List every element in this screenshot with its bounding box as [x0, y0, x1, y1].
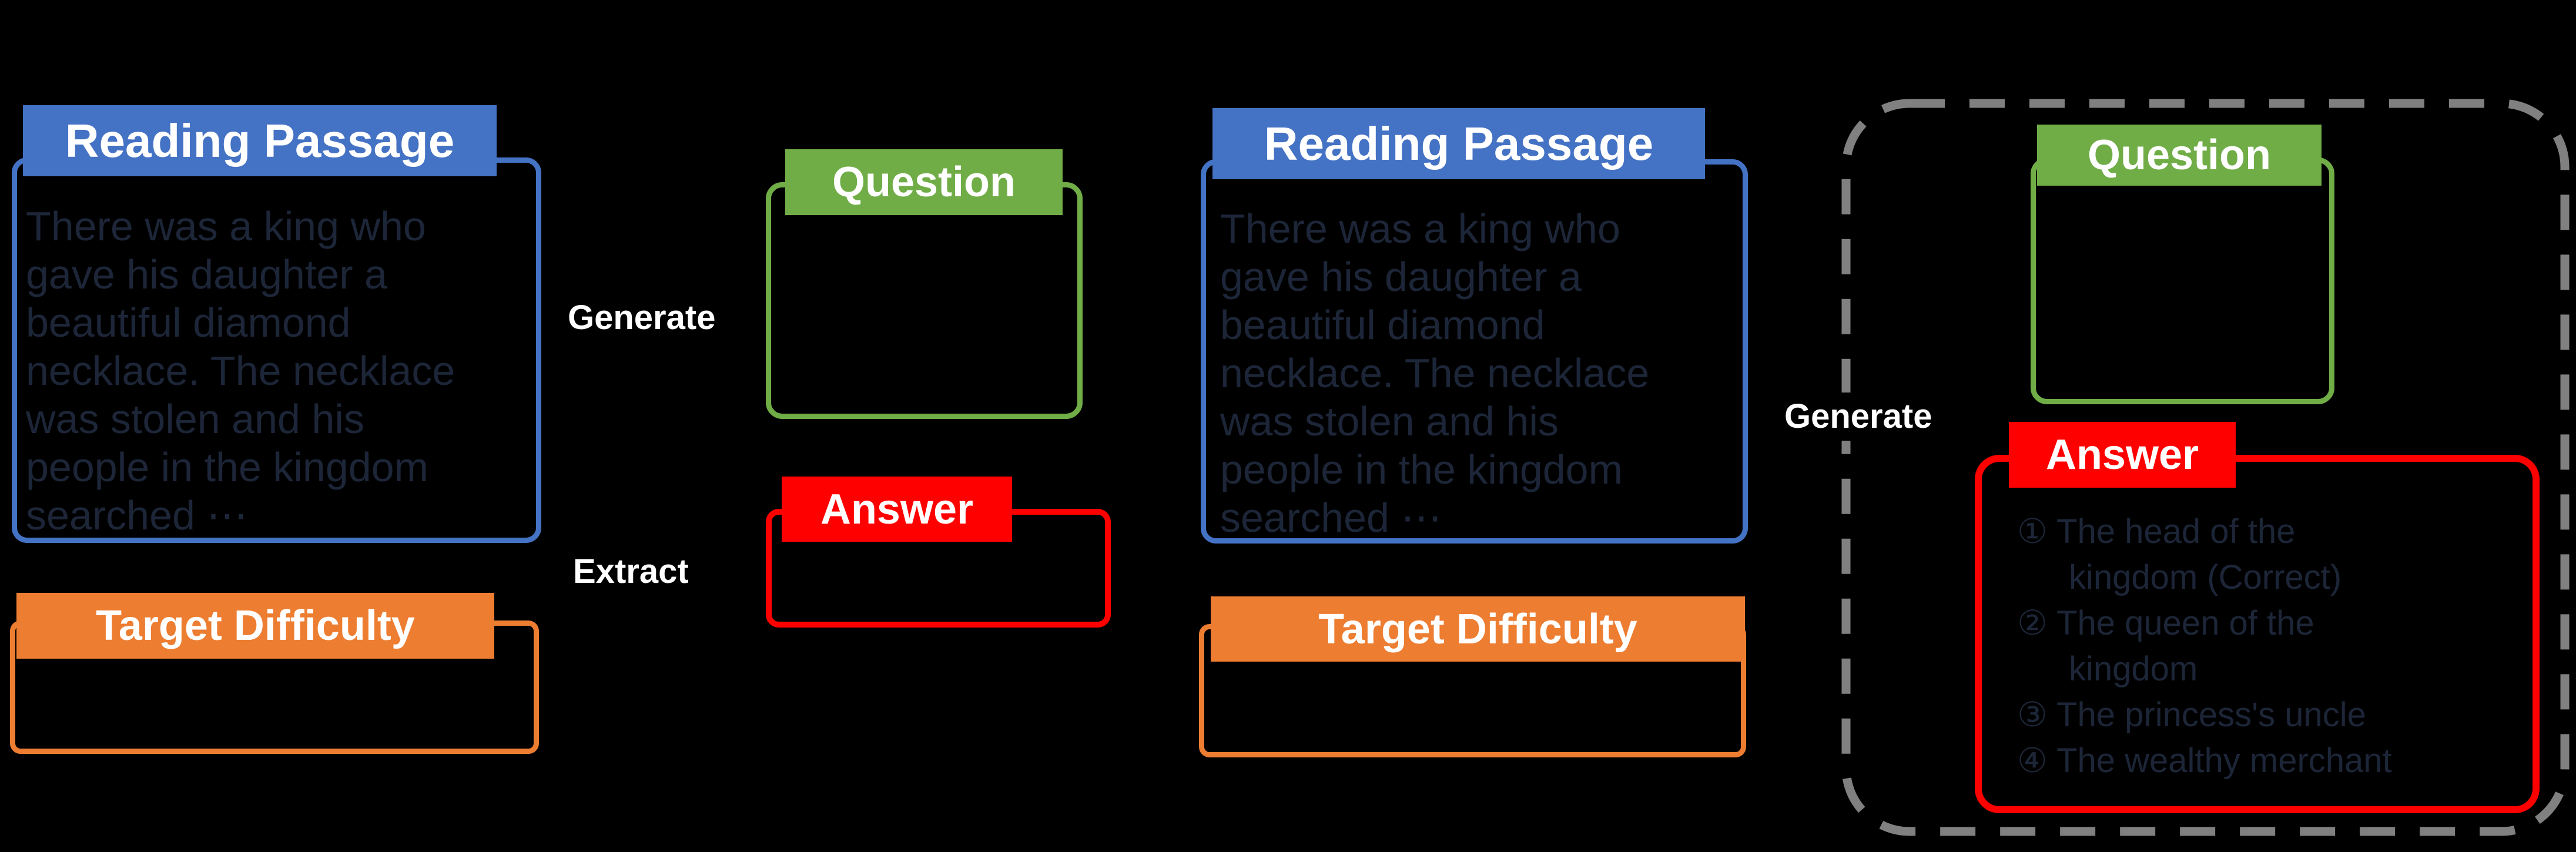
answer-header: Answer	[2009, 422, 2236, 488]
target-difficulty-header: Target Difficulty	[16, 593, 494, 659]
answer-option: ① The head of the kingdom (Correct)	[2017, 512, 2342, 596]
reading-passage-body: There was a king who gave his daughter a…	[1220, 206, 1650, 541]
reading-passage-header: Reading Passage	[23, 105, 497, 176]
answer-option: ④ The wealthy merchant	[2017, 742, 2392, 780]
target-difficulty-header: Target Difficulty	[1211, 596, 1745, 662]
generate-label: Generate	[1768, 393, 1949, 441]
answer-option: ② The queen of the kingdom	[2017, 604, 2314, 688]
generate-label: Generate	[568, 298, 716, 337]
extract-label: Extract	[573, 552, 689, 591]
reading-passage-body: There was a king who gave his daughter a…	[26, 203, 455, 538]
answer-header: Answer	[782, 477, 1012, 542]
reading-passage-header: Reading Passage	[1212, 108, 1705, 179]
answer-options: ① The head of the kingdom (Correct) ② Th…	[2017, 509, 2530, 784]
question-header: Question	[785, 149, 1063, 215]
question-header: Question	[2037, 125, 2322, 186]
question-box	[766, 182, 1083, 419]
question-box	[2031, 157, 2334, 404]
generated-output-dashed-border	[1841, 99, 2570, 836]
answer-option: ③ The princess's uncle	[2017, 696, 2366, 734]
